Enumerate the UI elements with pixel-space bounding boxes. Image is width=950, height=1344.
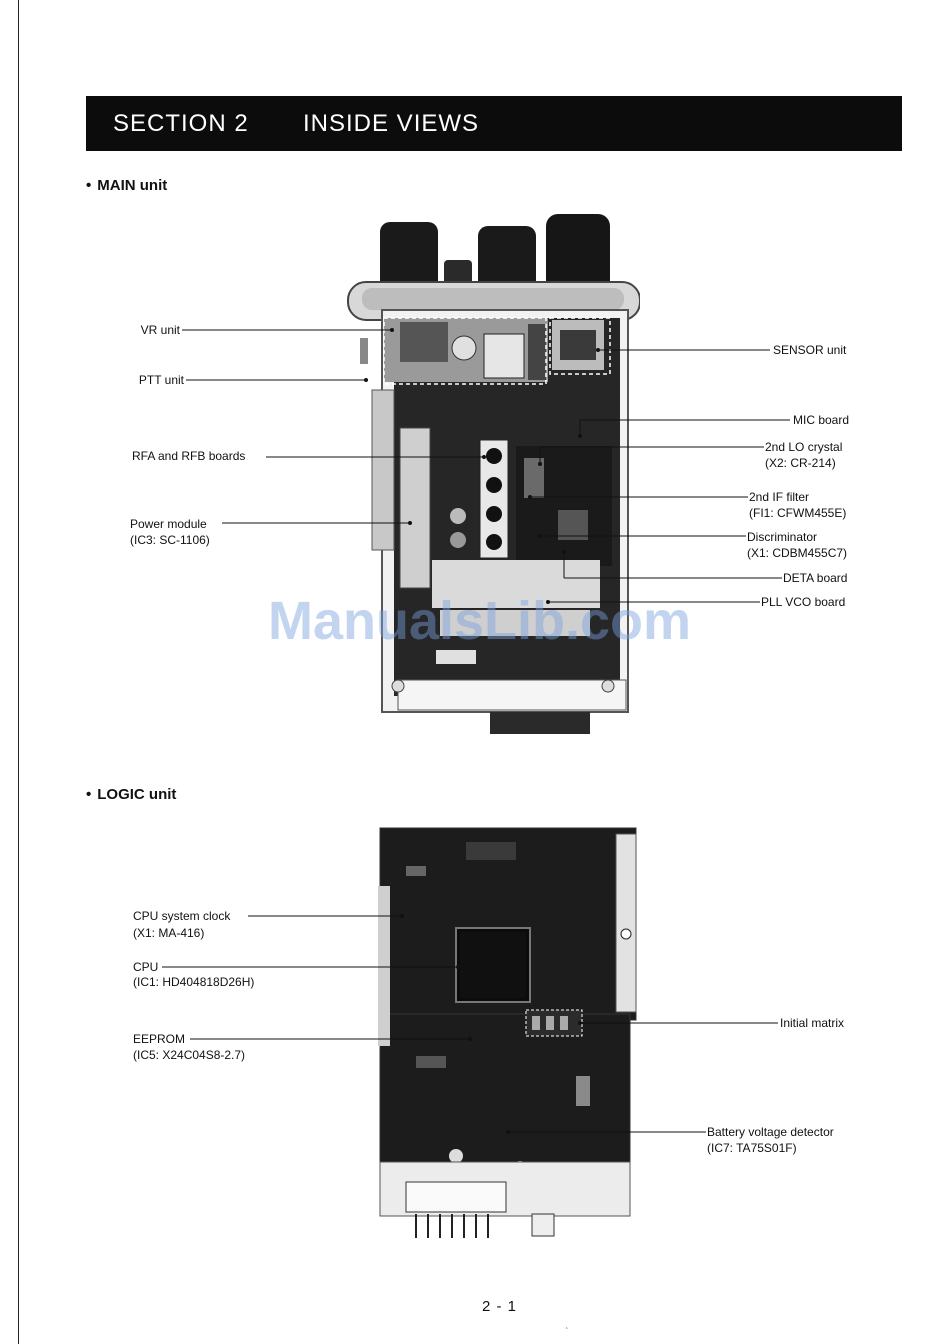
callout-cpu-system-clock-part: (X1: MA-416) bbox=[133, 926, 205, 940]
section-title: INSIDE VIEWS bbox=[303, 110, 480, 137]
callout-ptt-unit: PTT unit bbox=[138, 373, 184, 387]
callout-2nd-if-filter: 2nd IF filter bbox=[749, 490, 810, 504]
logic-unit-photo bbox=[378, 827, 637, 1238]
callout-2nd-lo-crystal-part: (X2: CR-214) bbox=[765, 456, 836, 470]
callout-deta-board: DETA board bbox=[783, 571, 848, 585]
main-unit-photo bbox=[347, 214, 640, 734]
callout-initial-matrix: Initial matrix bbox=[780, 1016, 845, 1030]
binding-edge-line bbox=[18, 0, 19, 1344]
callout-rfa-rfb-boards: RFA and RFB boards bbox=[132, 449, 246, 463]
logic-unit-heading: •LOGIC unit bbox=[86, 786, 177, 803]
callout-mic-board: MIC board bbox=[793, 413, 850, 427]
callout-sensor-unit: SENSOR unit bbox=[773, 343, 847, 357]
section-number: SECTION 2 bbox=[113, 110, 249, 137]
callout-eeprom-part: (IC5: X24C04S8-2.7) bbox=[133, 1048, 246, 1062]
main-unit-heading: •MAIN unit bbox=[86, 177, 168, 194]
callout-battery-voltage-detector: Battery voltage detector bbox=[707, 1125, 834, 1139]
watermark: ManualsLib.com bbox=[268, 591, 692, 651]
callout-2nd-lo-crystal: 2nd LO crystal bbox=[765, 440, 843, 454]
callout-cpu: CPU bbox=[133, 960, 159, 974]
callout-power-module-part: (IC3: SC-1106) bbox=[130, 533, 210, 547]
callout-power-module: Power module bbox=[130, 517, 207, 531]
callout-discriminator: Discriminator bbox=[747, 530, 818, 544]
callout-cpu-part: (IC1: HD404818D26H) bbox=[133, 975, 255, 989]
bullet-icon: • bbox=[86, 786, 92, 803]
callout-pll-vco-board: PLL VCO board bbox=[761, 595, 846, 609]
callout-battery-voltage-detector-part: (IC7: TA75S01F) bbox=[707, 1141, 797, 1155]
bullet-icon: • bbox=[86, 177, 92, 194]
scan-speck: ‘ bbox=[566, 1326, 568, 1335]
section-header: SECTION 2 INSIDE VIEWS bbox=[86, 96, 902, 151]
callout-discriminator-part: (X1: CDBM455C7) bbox=[747, 546, 848, 560]
callout-cpu-system-clock: CPU system clock bbox=[133, 909, 231, 923]
page-number: 2 - 1 bbox=[482, 1298, 518, 1315]
callout-2nd-if-filter-part: (FI1: CFWM455E) bbox=[749, 506, 847, 520]
callout-eeprom: EEPROM bbox=[133, 1032, 186, 1046]
callout-vr-unit: VR unit bbox=[140, 323, 180, 337]
